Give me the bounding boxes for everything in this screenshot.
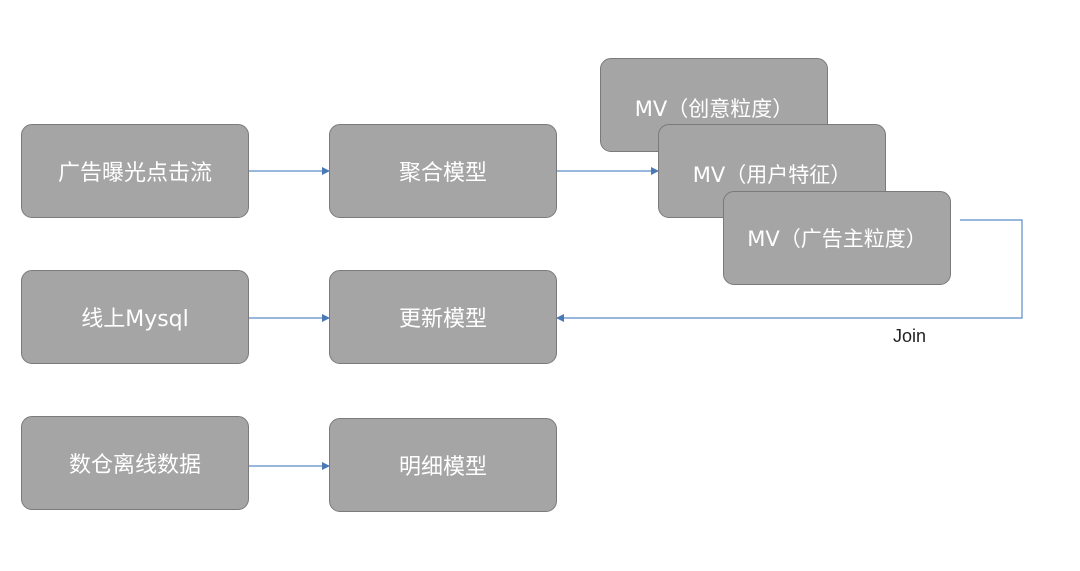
node-label: 聚合模型 bbox=[398, 161, 487, 186]
node-label: 线上Mysql bbox=[81, 307, 189, 332]
node-online-mysql[interactable]: 线上Mysql bbox=[21, 270, 249, 364]
node-update-model[interactable]: 更新模型 bbox=[329, 270, 557, 364]
node-label: 更新模型 bbox=[398, 307, 487, 332]
node-label: MV（用户特征） bbox=[692, 163, 852, 187]
node-mv-user-features[interactable]: MV（用户特征） bbox=[658, 124, 886, 218]
node-data-warehouse-offline[interactable]: 数仓离线数据 bbox=[21, 416, 249, 510]
node-ad-exposure-click-stream[interactable]: 广告曝光点击流 bbox=[21, 124, 249, 218]
node-mv-advertiser[interactable]: MV（广告主粒度） bbox=[723, 191, 951, 285]
node-detail-model[interactable]: 明细模型 bbox=[329, 418, 557, 512]
node-label: MV（广告主粒度） bbox=[747, 227, 927, 251]
edge-label-join: Join bbox=[893, 326, 927, 346]
edge-mv-join-to-update-model bbox=[556, 219, 1023, 322]
node-label: 广告曝光点击流 bbox=[57, 161, 212, 186]
node-label: MV（创意粒度） bbox=[634, 97, 794, 121]
node-label: 数仓离线数据 bbox=[68, 453, 201, 478]
node-label: 明细模型 bbox=[398, 455, 487, 480]
node-aggregation-model[interactable]: 聚合模型 bbox=[329, 124, 557, 218]
